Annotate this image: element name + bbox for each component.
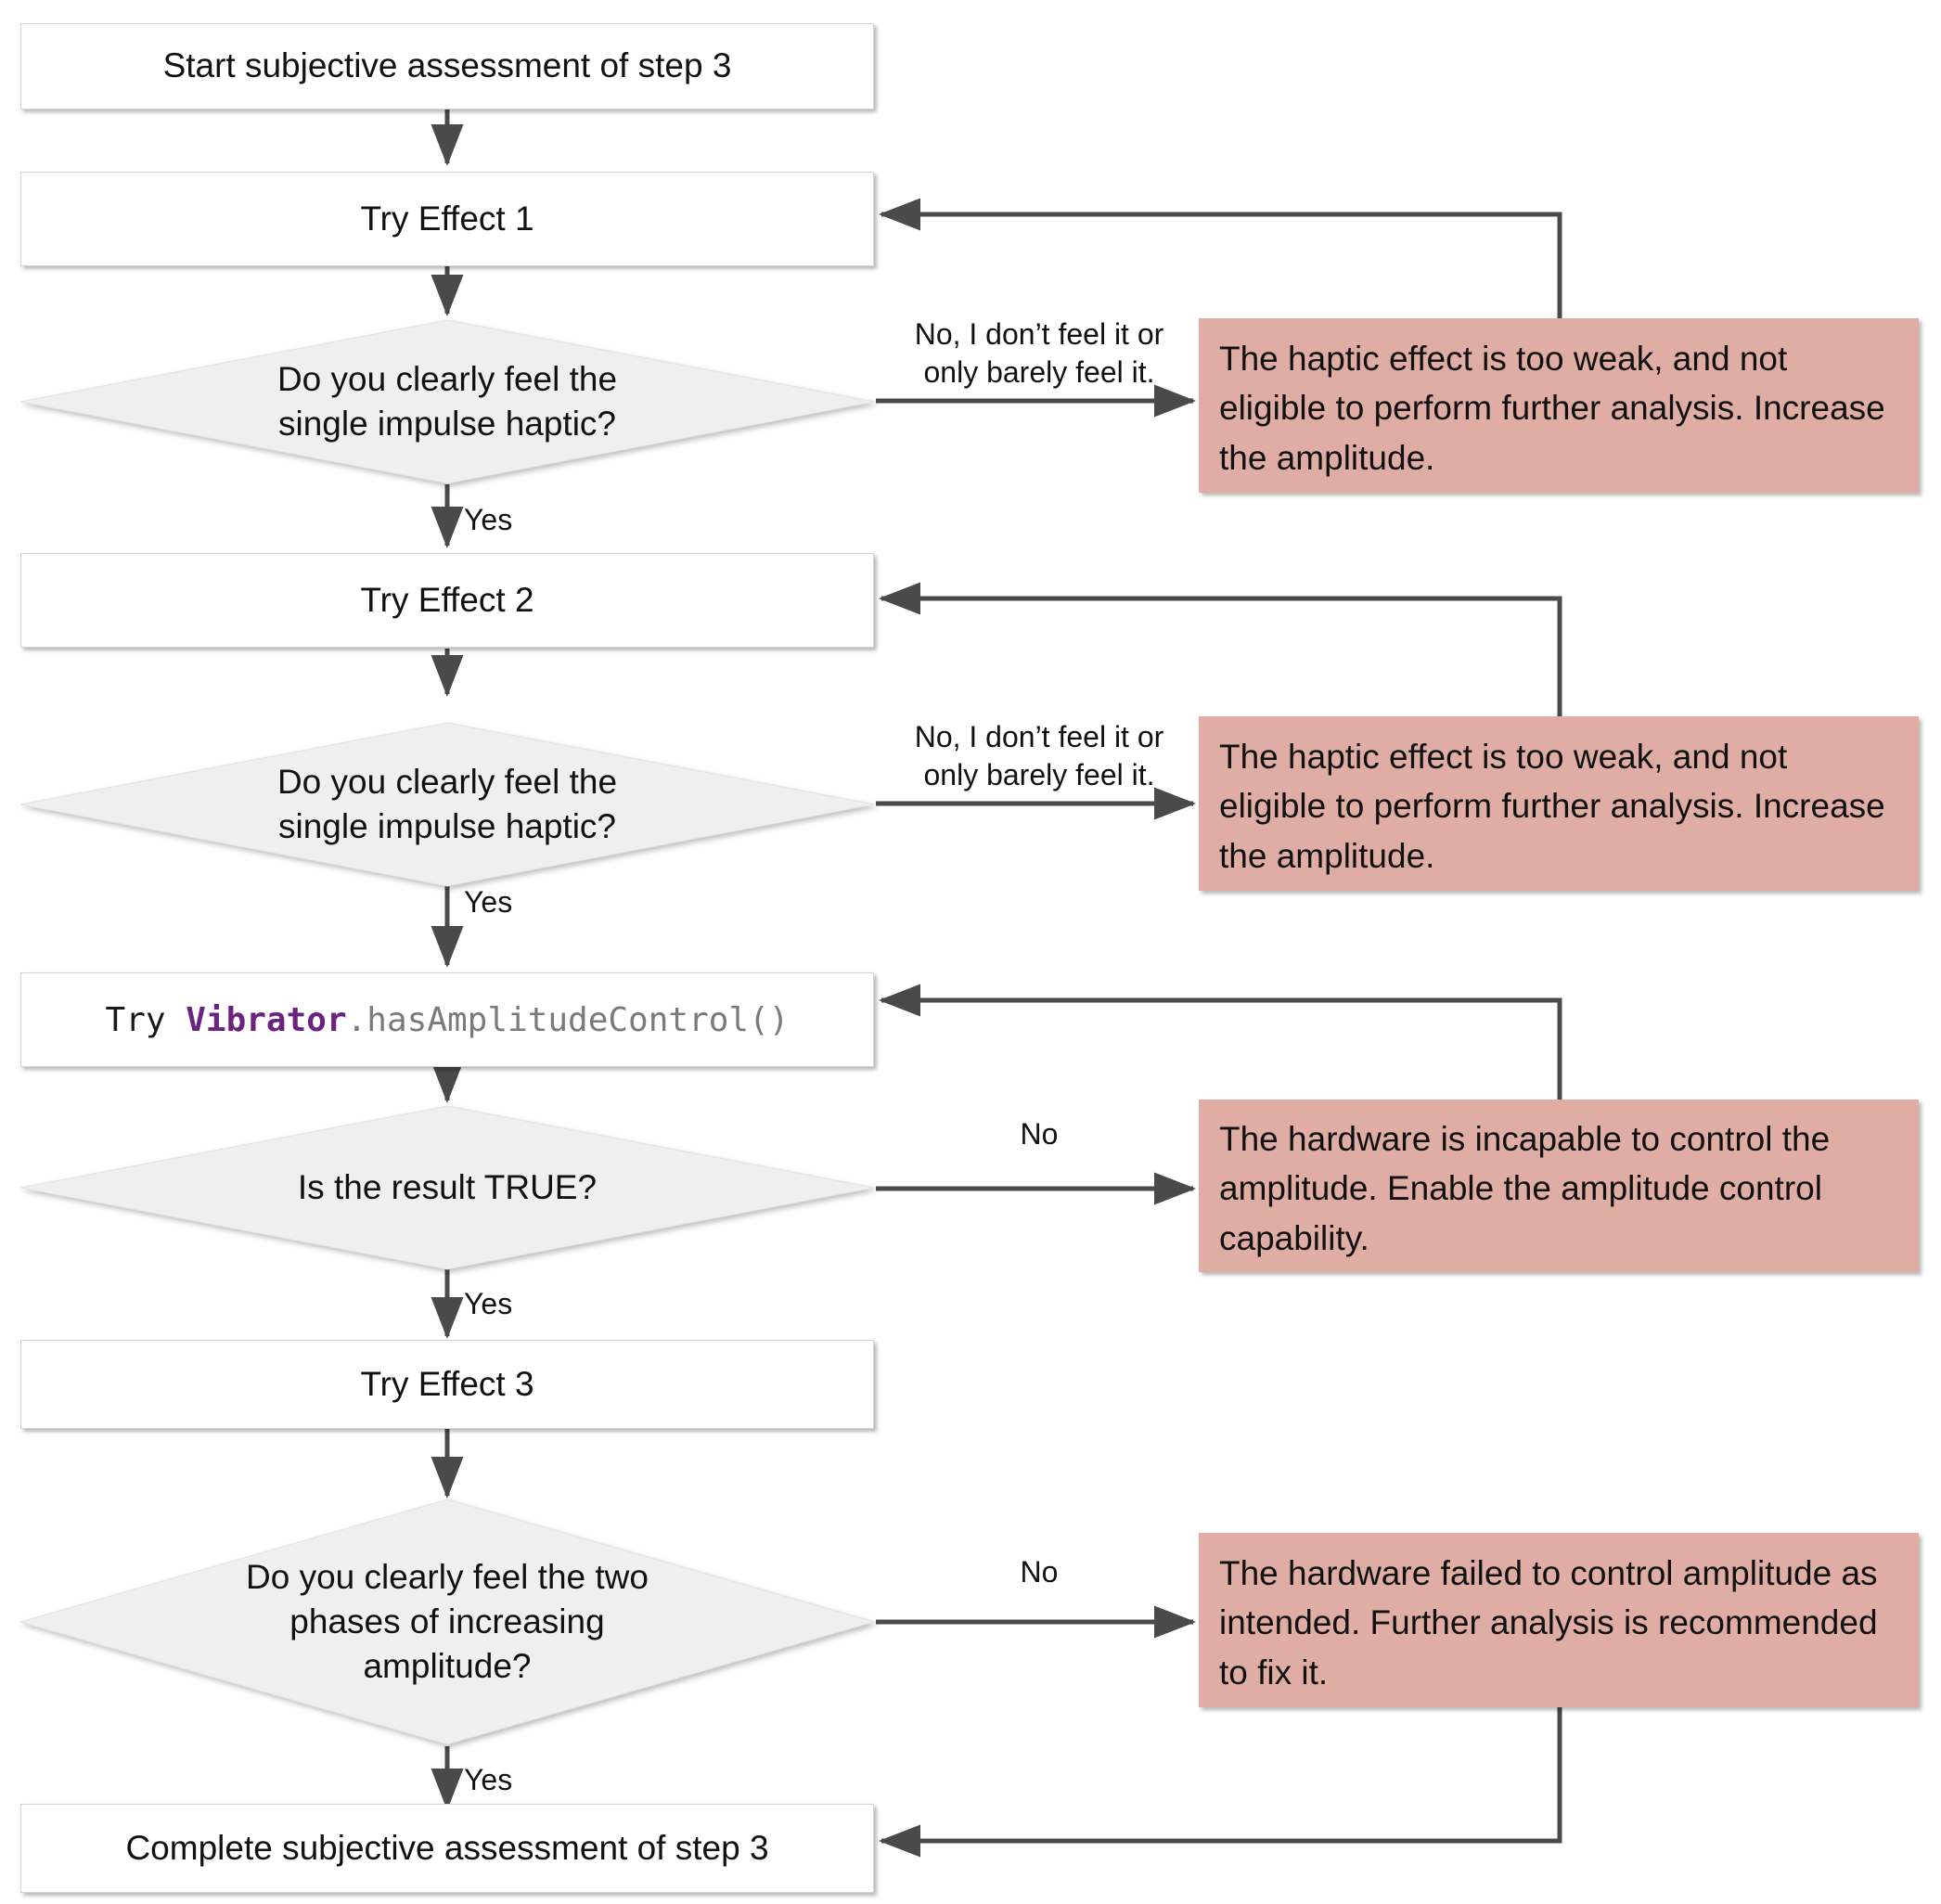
edge-label-yes-2: Yes [464,885,513,919]
node-decision-result-true[interactable]: Is the result TRUE? [19,1104,876,1271]
node-decision-feel-impulse-2-label: Do you clearly feel the single impulse h… [276,762,618,845]
edge-label-no-1: No, I don’t feel it or only barely feel … [914,317,1164,389]
node-decision-two-phases[interactable]: Do you clearly feel the two phases of in… [19,1498,876,1746]
note-hardware-failed-text: The hardware failed to control amplitude… [1219,1553,1878,1692]
node-try-effect-3-label: Try Effect 3 [360,1364,534,1403]
edge-note2-loopback [878,582,1562,716]
code-class-vibrator: Vibrator [186,1001,347,1039]
edge-label-no-2: No, I don’t feel it or only barely feel … [914,720,1164,791]
node-decision-feel-impulse-2[interactable]: Do you clearly feel the single impulse h… [19,721,876,888]
edge-label-yes-3: Yes [464,1287,513,1320]
note-haptic-too-weak-1: The haptic effect is too weak, and not e… [1199,318,1919,493]
edge-label-yes-1: Yes [464,503,513,536]
node-try-effect-1-label: Try Effect 1 [360,199,534,238]
node-code-line: Try Vibrator.hasAmplitudeControl() [106,998,790,1041]
edge-label-no-4: No [1020,1555,1059,1589]
node-decision-feel-impulse-1[interactable]: Do you clearly feel the single impulse h… [19,318,876,485]
note-haptic-too-weak-1-text: The haptic effect is too weak, and not e… [1219,339,1885,477]
node-start-label: Start subjective assessment of step 3 [162,46,732,85]
note-hardware-incapable: The hardware is incapable to control the… [1199,1100,1919,1272]
node-decision-two-phases-label: Do you clearly feel the two phases of in… [246,1557,649,1686]
node-decision-feel-impulse-1-label: Do you clearly feel the single impulse h… [276,359,618,443]
note-hardware-failed: The hardware failed to control amplitude… [1199,1533,1919,1707]
edge-label-yes-4: Yes [464,1763,513,1796]
diamond-shape [19,1105,875,1270]
edge-note1-loopback [878,198,1562,318]
node-try-effect-2[interactable]: Try Effect 2 [20,553,874,648]
node-start[interactable]: Start subjective assessment of step 3 [20,23,874,109]
code-keyword-try: Try [105,1001,186,1039]
code-method-has-amplitude-control: .hasAmplitudeControl() [346,1001,790,1039]
edge-note4-to-complete [878,1707,1562,1858]
node-complete[interactable]: Complete subjective assessment of step 3 [20,1804,874,1893]
note-hardware-incapable-text: The hardware is incapable to control the… [1219,1119,1831,1257]
note-haptic-too-weak-2: The haptic effect is too weak, and not e… [1199,716,1919,891]
node-decision-result-true-label: Is the result TRUE? [297,1167,598,1206]
node-try-effect-3[interactable]: Try Effect 3 [20,1340,874,1429]
node-try-effect-1[interactable]: Try Effect 1 [20,172,874,266]
diamond-shape [19,722,875,887]
edge-label-no-3: No [1020,1117,1059,1151]
node-complete-label: Complete subjective assessment of step 3 [125,1828,769,1867]
diamond-shape [19,1499,876,1745]
edge-note3-loopback [878,984,1562,1100]
node-try-effect-2-label: Try Effect 2 [360,580,534,619]
node-try-has-amplitude-control[interactable]: Try Vibrator.hasAmplitudeControl() [20,972,874,1067]
diamond-shape [19,319,875,484]
note-haptic-too-weak-2-text: The haptic effect is too weak, and not e… [1219,737,1885,875]
